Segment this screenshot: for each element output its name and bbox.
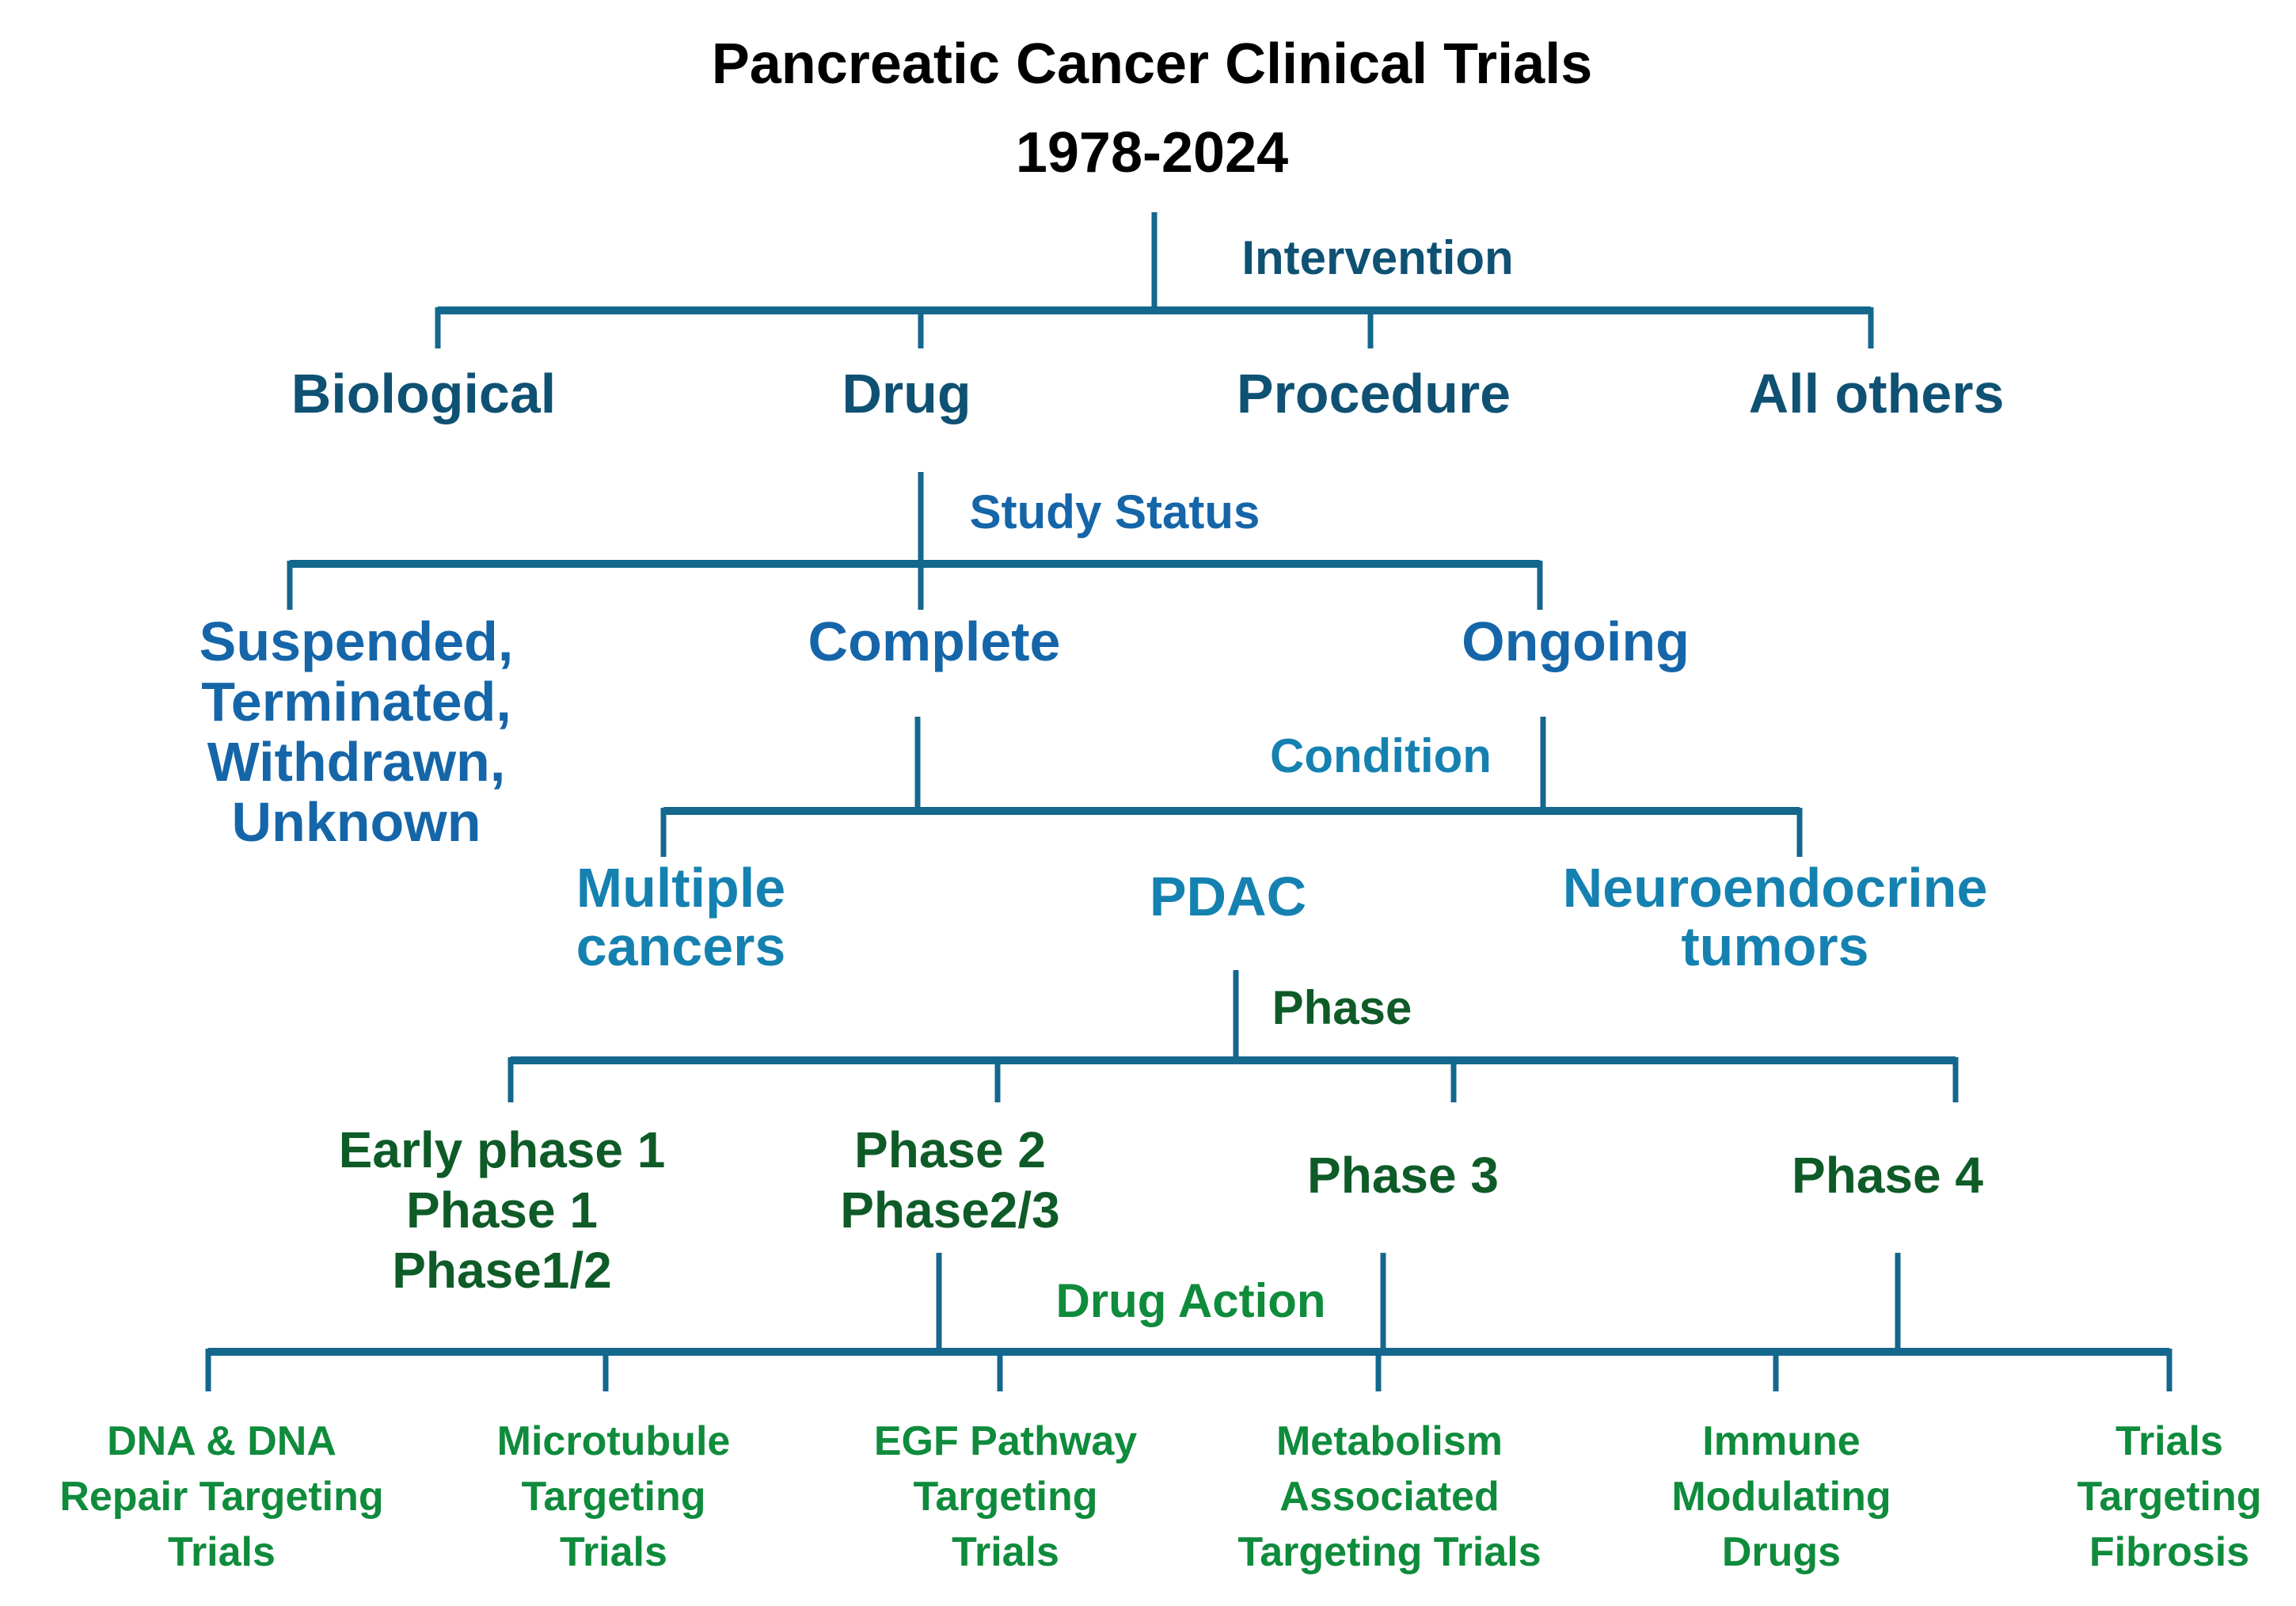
branch-label-study-status: Study Status bbox=[969, 485, 1260, 539]
node-procedure: Procedure bbox=[1236, 363, 1511, 424]
connector-group-phase bbox=[507, 970, 1959, 1102]
node-complete: Complete bbox=[808, 611, 1061, 672]
connector-group-intervention bbox=[435, 212, 1874, 348]
node-egf-pathway-targeting-trials: EGF Pathway Targeting Trials bbox=[873, 1418, 1138, 1575]
connector-group-drug-action bbox=[205, 1253, 2172, 1391]
connector-group-condition bbox=[660, 717, 1803, 857]
node-phase-4: Phase 4 bbox=[1792, 1147, 1983, 1204]
node-phase-2: Phase 2 Phase2/3 bbox=[840, 1121, 1060, 1239]
node-pdac: PDAC bbox=[1149, 866, 1307, 927]
branch-label-phase: Phase bbox=[1272, 981, 1412, 1034]
diagram-title: Pancreatic Cancer Clinical Trials 1978-2… bbox=[711, 32, 1593, 185]
node-phase-3: Phase 3 bbox=[1307, 1147, 1499, 1204]
node-suspended-terminated-withdrawn-unknown: Suspended, Terminated, Withdrawn, Unknow… bbox=[199, 611, 514, 853]
branch-label-drug-action: Drug Action bbox=[1055, 1274, 1326, 1327]
node-early-phase-1: Early phase 1 Phase 1 Phase1/2 bbox=[338, 1121, 666, 1299]
node-immune-modulating-drugs: Immune Modulating Drugs bbox=[1671, 1418, 1891, 1575]
connector-group-study-status bbox=[287, 472, 1543, 610]
branch-label-intervention: Intervention bbox=[1241, 231, 1514, 284]
node-dna-repair-targeting-trials: DNA & DNA Repair Targeting Trials bbox=[59, 1418, 384, 1575]
branch-label-condition: Condition bbox=[1270, 729, 1492, 782]
node-neuroendocrine-tumors: Neuroendocrine tumors bbox=[1562, 857, 1988, 977]
node-drug: Drug bbox=[842, 363, 971, 424]
node-microtubule-targeting-trials: Microtubule Targeting Trials bbox=[496, 1418, 731, 1575]
node-trials-targeting-fibrosis: Trials Targeting Fibrosis bbox=[2077, 1418, 2262, 1575]
node-multiple-cancers: Multiple cancers bbox=[576, 857, 786, 977]
node-metabolism-associated-targeting-trials: Metabolism Associated Targeting Trials bbox=[1237, 1418, 1541, 1575]
node-all-others: All others bbox=[1748, 363, 2005, 424]
node-biological: Biological bbox=[291, 363, 557, 424]
node-ongoing: Ongoing bbox=[1462, 611, 1690, 672]
